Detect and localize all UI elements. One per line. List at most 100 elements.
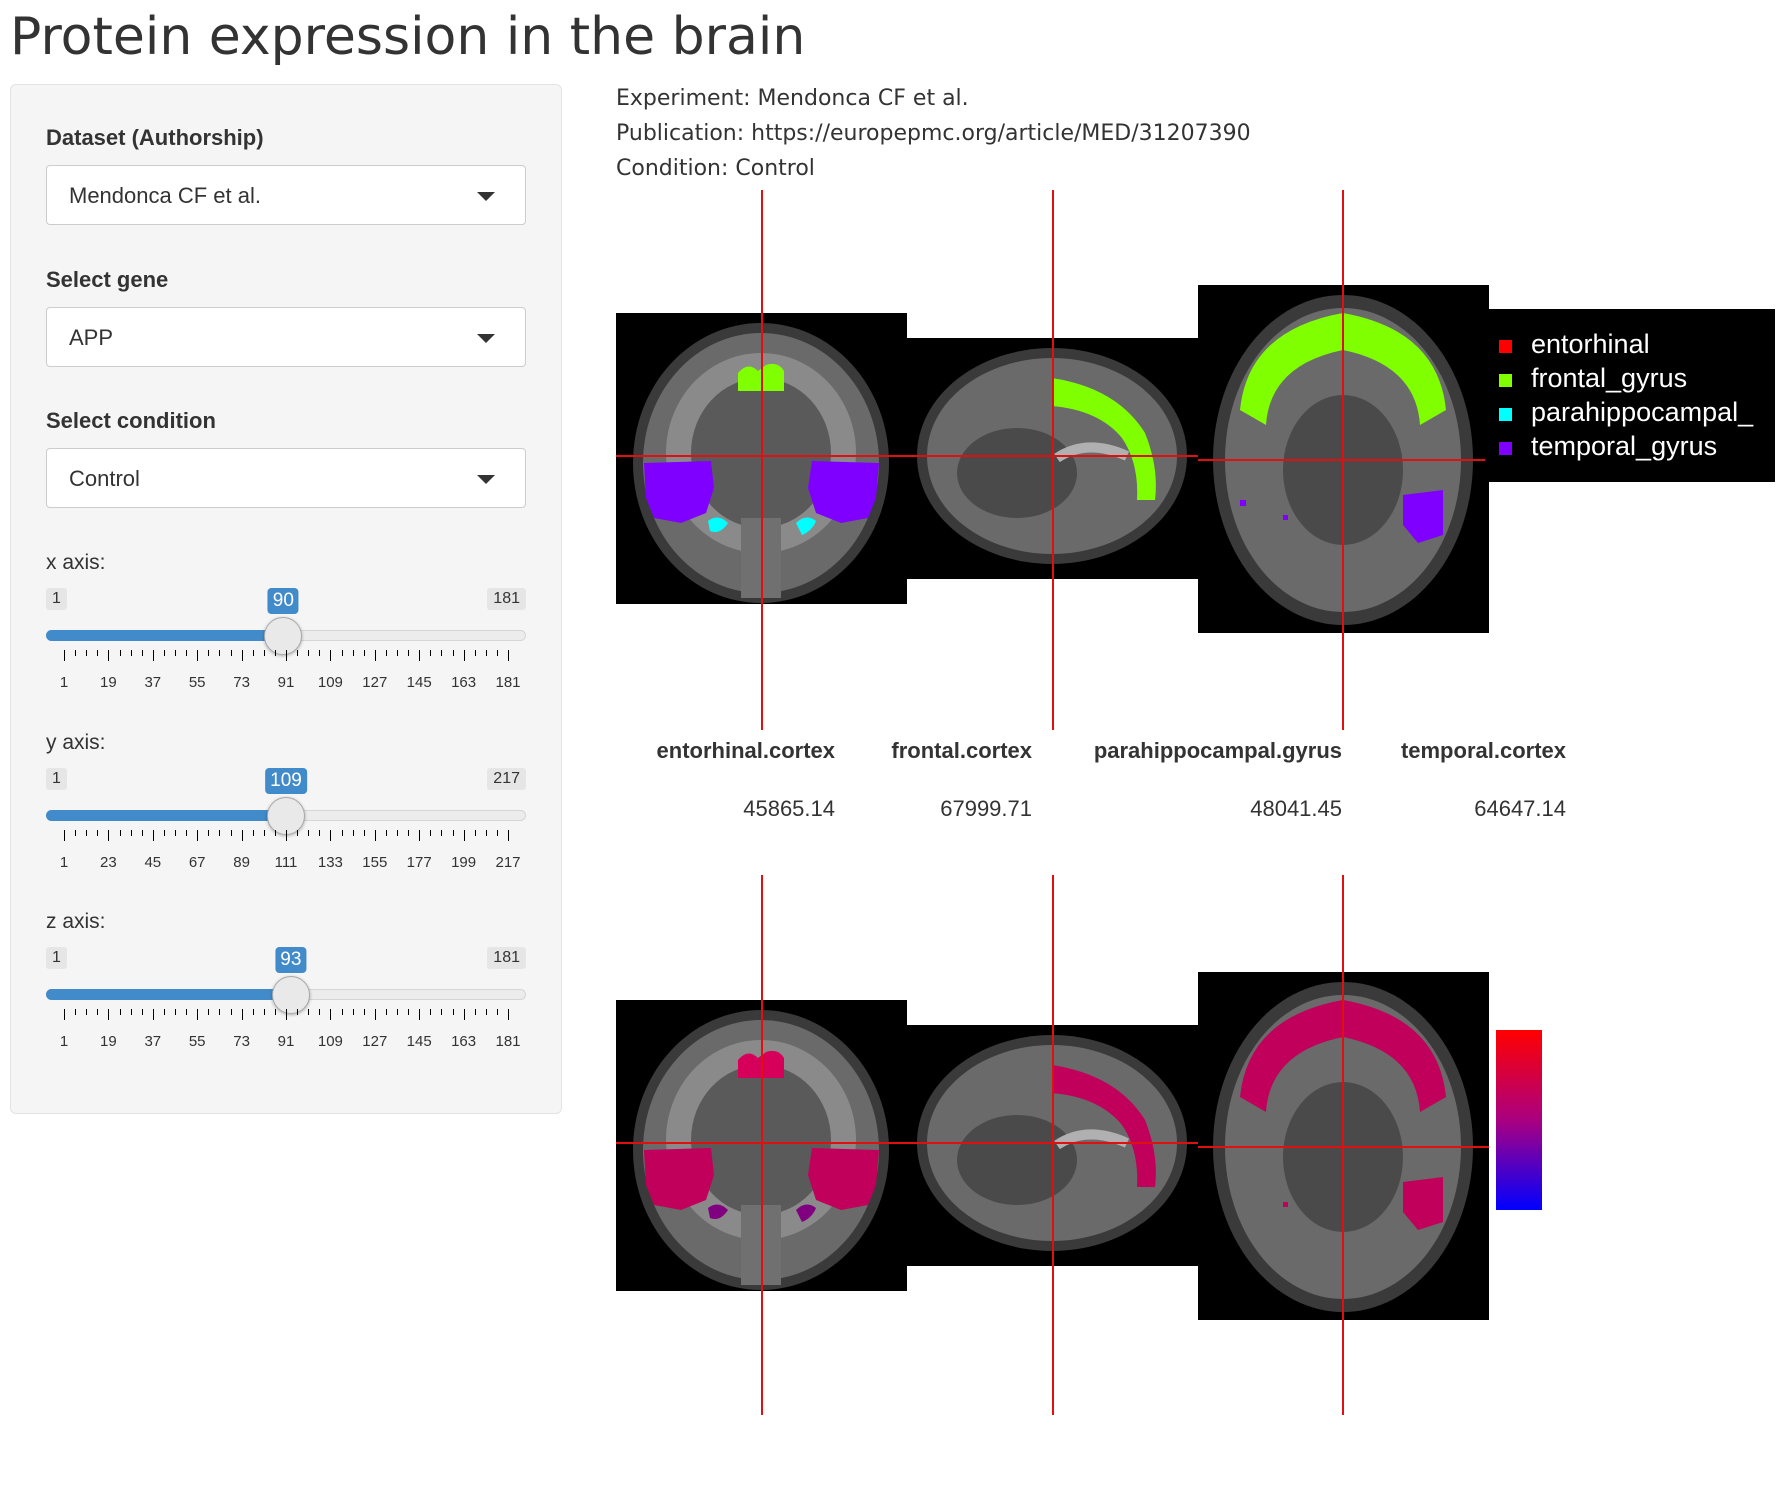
slider-tick-label: 55	[188, 674, 206, 691]
slider-minor-tick	[86, 830, 88, 836]
gene-select[interactable]: APP	[46, 307, 526, 367]
slider-handle[interactable]	[271, 976, 310, 1014]
slider-minor-tick	[86, 650, 88, 656]
slider-tick-label: 109	[317, 674, 343, 691]
slider-minor-tick	[363, 650, 365, 656]
slider-minor-tick	[219, 1009, 221, 1015]
slider-minor-tick	[430, 830, 432, 836]
table-header-parahippocampal: parahippocampal.gyrus	[1093, 738, 1342, 763]
crosshair-horizontal-axial-bottom	[1198, 1146, 1489, 1148]
slider-major-tick	[197, 650, 199, 661]
dataset-select[interactable]: Mendonca CF et al.	[46, 165, 526, 225]
slider-minor-tick	[341, 650, 343, 656]
legend-swatch	[1499, 340, 1512, 353]
slider-tick-label: 217	[495, 854, 521, 871]
slider-minor-tick	[397, 1009, 398, 1015]
table-header-temporal: temporal.cortex	[1400, 738, 1566, 763]
slider-minor-tick	[130, 830, 132, 836]
slider-minor-tick	[452, 650, 454, 656]
crosshair-horizontal-coronal-bottom	[616, 1142, 907, 1144]
slider-value-label: 93	[275, 947, 307, 973]
slider-handle[interactable]	[264, 617, 303, 655]
slider-minor-tick	[430, 650, 432, 656]
slider-tick-label: 163	[451, 1033, 477, 1050]
slider-minor-tick	[352, 650, 354, 656]
slider-minor-tick	[163, 650, 165, 656]
slider-minor-tick	[97, 650, 99, 656]
slider-tick-label: 127	[362, 1033, 388, 1050]
sagittal-atlas-image	[907, 338, 1198, 579]
slider-minor-tick	[175, 1009, 176, 1015]
slider-major-tick	[419, 1009, 421, 1020]
slider-minor-tick	[97, 830, 99, 836]
slider-tick-label: 23	[100, 854, 117, 871]
slider-minor-tick	[385, 830, 387, 836]
slider-minor-tick	[230, 650, 232, 656]
slider-minor-tick	[263, 830, 265, 836]
slider-tick-label: 37	[144, 1033, 162, 1050]
crosshair-x-line	[761, 190, 763, 730]
slider-major-tick	[508, 1009, 509, 1020]
slider-minor-tick	[119, 650, 121, 656]
slider-major-tick	[286, 830, 287, 841]
slider-max-label: 217	[487, 768, 526, 790]
slider-major-tick	[330, 650, 332, 661]
condition-select[interactable]: Control	[46, 448, 526, 508]
slider-major-tick	[419, 650, 421, 661]
publication-text: Publication: https://europepmc.org/artic…	[616, 121, 1251, 146]
slider-minor-tick	[75, 1009, 77, 1015]
slider-minor-tick	[363, 830, 365, 836]
slider-major-tick	[463, 650, 465, 661]
slider-minor-tick	[308, 1009, 310, 1015]
condition-label: Select condition	[46, 408, 216, 433]
slider-minor-tick	[97, 1009, 99, 1015]
slider-minor-tick	[352, 830, 354, 836]
chevron-down-icon	[477, 192, 495, 201]
slider-minor-tick	[397, 650, 398, 656]
table-cell-parahippocampal: 48041.45	[1250, 796, 1342, 821]
slider-minor-tick	[441, 1009, 443, 1015]
slider-tick-label: 127	[362, 674, 388, 691]
slider-min-label: 1	[46, 947, 67, 969]
slider-tick-label: 91	[277, 1033, 295, 1050]
slider-minor-tick	[297, 650, 299, 656]
slider-handle[interactable]	[267, 797, 305, 835]
slider-tick-label: 145	[406, 674, 432, 691]
slider-tick-label: 111	[274, 854, 298, 871]
slider-major-tick	[152, 830, 154, 841]
slider-minor-tick	[130, 650, 132, 656]
slider-minor-tick	[252, 830, 254, 836]
sidebar-panel: Dataset (Authorship) Mendonca CF et al. …	[10, 84, 562, 1114]
slider-major-tick	[152, 650, 154, 661]
slider-tick-label: 109	[317, 1033, 343, 1050]
slider-major-tick	[108, 650, 110, 661]
slider-minor-tick	[496, 650, 498, 656]
slider-tick-label: 19	[100, 1033, 117, 1050]
slider-minor-tick	[408, 830, 410, 836]
legend-swatch	[1499, 442, 1512, 455]
slider-minor-tick	[219, 650, 221, 656]
legend-label: temporal_gyrus	[1531, 431, 1718, 461]
slider-minor-tick	[263, 1009, 265, 1015]
dataset-label: Dataset (Authorship)	[46, 125, 264, 150]
slider-minor-tick	[119, 830, 121, 836]
slider-minor-tick	[363, 1009, 365, 1015]
slider-tick-label: 181	[495, 674, 521, 691]
slider-minor-tick	[397, 830, 398, 836]
slider-major-tick	[241, 830, 243, 841]
slider-max-label: 181	[487, 947, 526, 969]
slider-minor-tick	[408, 650, 410, 656]
slider-minor-tick	[474, 650, 476, 656]
slider-minor-tick	[252, 1009, 254, 1015]
table-cell-temporal: 64647.14	[1474, 796, 1566, 821]
slider-minor-tick	[474, 1009, 476, 1015]
slider-minor-tick	[163, 830, 165, 836]
dataset-select-value: Mendonca CF et al.	[69, 183, 261, 208]
slider-minor-tick	[485, 830, 487, 836]
slider-major-tick	[152, 1009, 154, 1020]
slider-max-label: 181	[487, 588, 526, 610]
gene-select-value: APP	[69, 325, 114, 350]
